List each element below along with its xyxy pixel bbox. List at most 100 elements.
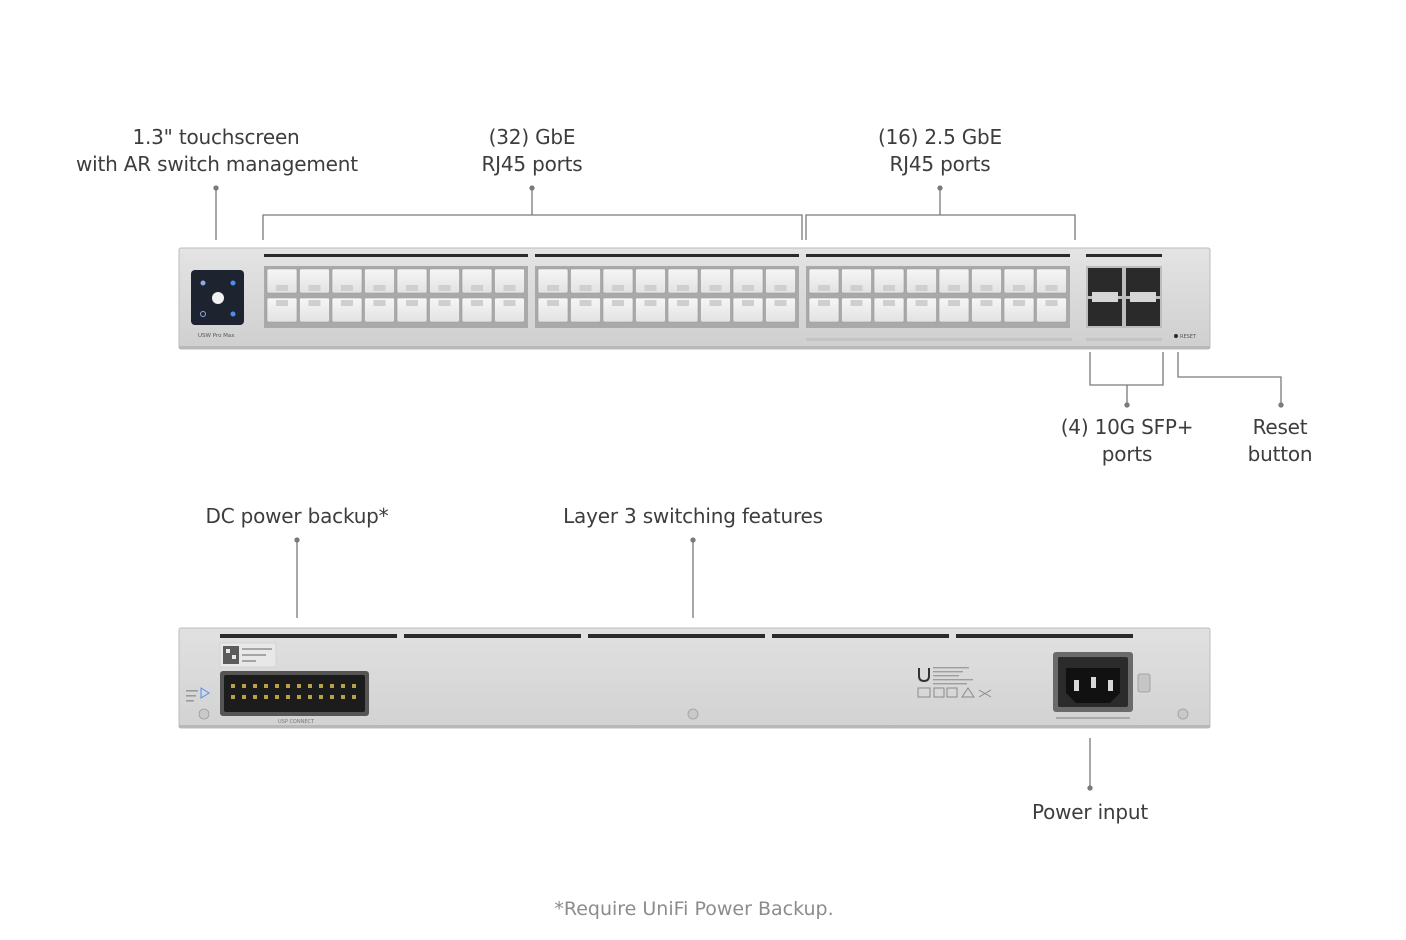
rj45-port-latch: [1045, 285, 1058, 291]
touchscreen-callout: 1.3" touchscreen with AR switch manageme…: [76, 124, 358, 178]
rj45-port[interactable]: [841, 297, 872, 323]
rj45-port[interactable]: [429, 297, 460, 323]
rj45-port[interactable]: [461, 268, 493, 294]
rj45-port[interactable]: [396, 268, 428, 294]
rj45-port[interactable]: [873, 268, 905, 294]
rj45-port[interactable]: [602, 297, 634, 323]
reset-button[interactable]: [1174, 334, 1178, 338]
rj45-port[interactable]: [266, 268, 298, 294]
rj45-port[interactable]: [873, 297, 905, 323]
rj45-port[interactable]: [667, 297, 699, 323]
dc-backup-callout: DC power backup*: [205, 504, 389, 528]
rj45-port[interactable]: [971, 268, 1002, 294]
rj45-port[interactable]: [396, 297, 428, 323]
rj45-port[interactable]: [700, 297, 731, 323]
dc-connector-pin: [319, 695, 323, 699]
rj45-port[interactable]: [331, 268, 363, 294]
rj45-port-latch: [503, 300, 516, 306]
port-legend-text: [186, 690, 198, 702]
rj45-port[interactable]: [700, 268, 731, 294]
rj45-port[interactable]: [570, 297, 601, 323]
mgbe-ports-callout: (16) 2.5 GbE RJ45 ports: [840, 124, 1040, 178]
rj45-port[interactable]: [938, 268, 970, 294]
dc-connector-pin: [231, 695, 235, 699]
dc-connector-pin: [242, 695, 246, 699]
dc-connector-pin: [231, 684, 235, 688]
dc-connector-pin: [352, 695, 356, 699]
dc-connector-pin: [297, 684, 301, 688]
rj45-port[interactable]: [732, 297, 764, 323]
certification-marks-icon: [917, 687, 992, 698]
switch-front-panel: USW Pro Max RESET: [178, 247, 1211, 350]
dc-power-backup-connector[interactable]: [220, 671, 369, 716]
rj45-port-latch: [883, 300, 895, 306]
rj45-port[interactable]: [635, 297, 666, 323]
dc-connector-pin: [253, 695, 257, 699]
rj45-port[interactable]: [971, 297, 1002, 323]
reset-button-callout: Reset button: [1230, 414, 1330, 468]
rj45-port[interactable]: [1003, 297, 1035, 323]
rj45-port-latch: [948, 285, 960, 291]
rj45-port[interactable]: [906, 268, 937, 294]
rj45-port[interactable]: [461, 297, 493, 323]
ac-power-inlet[interactable]: [1053, 652, 1133, 712]
rj45-port[interactable]: [808, 297, 840, 323]
touchscreen-callout-line1: 1.3" touchscreen: [132, 125, 300, 149]
power-rating-text: [1056, 717, 1130, 719]
mgbe-ports-callout-line2: RJ45 ports: [889, 152, 991, 176]
rj45-port-latch: [709, 285, 722, 291]
qr-code-label: [219, 642, 277, 668]
rj45-port[interactable]: [732, 268, 764, 294]
reset-label: RESET: [1180, 334, 1197, 340]
rj45-port-latch: [915, 285, 928, 291]
rj45-port-latch: [612, 285, 624, 291]
rj45-port-latch: [503, 285, 516, 291]
rj45-port-latch: [850, 285, 863, 291]
rj45-port[interactable]: [537, 297, 569, 323]
rj45-port[interactable]: [494, 268, 525, 294]
rj45-port[interactable]: [1036, 268, 1067, 294]
rj45-port-latch: [818, 285, 830, 291]
rj45-port[interactable]: [299, 268, 330, 294]
rj45-port-latch: [915, 300, 928, 306]
rj45-port[interactable]: [266, 297, 298, 323]
rj45-port[interactable]: [938, 297, 970, 323]
rj45-port[interactable]: [635, 268, 666, 294]
rj45-port-latch: [406, 285, 418, 291]
rj45-port[interactable]: [906, 297, 937, 323]
rj45-port-latch: [818, 300, 830, 306]
rj45-port[interactable]: [537, 268, 569, 294]
rj45-port[interactable]: [808, 268, 840, 294]
dc-connector-pin: [352, 684, 356, 688]
rj45-port[interactable]: [570, 268, 601, 294]
rj45-port[interactable]: [667, 268, 699, 294]
rj45-port[interactable]: [494, 297, 525, 323]
rj45-port-latch: [547, 300, 559, 306]
dc-connector-pin: [253, 684, 257, 688]
rj45-port[interactable]: [1036, 297, 1067, 323]
rj45-port[interactable]: [765, 297, 796, 323]
rj45-port[interactable]: [841, 268, 872, 294]
gbe-ports-callout-line2: RJ45 ports: [481, 152, 583, 176]
rj45-port[interactable]: [299, 297, 330, 323]
rj45-port[interactable]: [331, 297, 363, 323]
touchscreen-display[interactable]: [191, 270, 244, 325]
rj45-port-latch: [980, 285, 993, 291]
front-leader-lines: [213, 185, 1284, 408]
dc-connector-pin: [308, 684, 312, 688]
rj45-port[interactable]: [429, 268, 460, 294]
rj45-port[interactable]: [364, 268, 395, 294]
rj45-port[interactable]: [602, 268, 634, 294]
rj45-port-latch: [308, 300, 321, 306]
dc-connector-pin: [330, 684, 334, 688]
rj45-port-latch: [471, 285, 483, 291]
ubiquiti-logo-icon: [918, 668, 930, 683]
rj45-port[interactable]: [1003, 268, 1035, 294]
rj45-port-latch: [742, 285, 754, 291]
port-block-header: [535, 254, 799, 257]
rj45-port[interactable]: [765, 268, 796, 294]
rj45-port-latch: [644, 285, 657, 291]
dc-connector-pin: [275, 695, 279, 699]
rear-leader-lines: [294, 537, 1093, 791]
rj45-port[interactable]: [364, 297, 395, 323]
